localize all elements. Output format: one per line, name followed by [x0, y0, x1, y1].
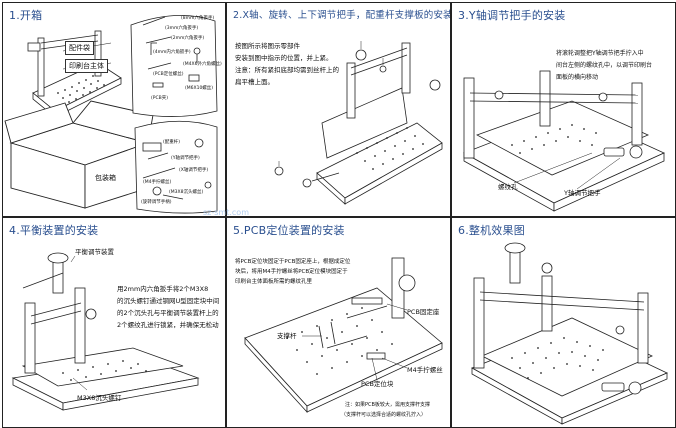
label-pcb-seat: PCB固定座 — [407, 308, 440, 316]
balance-illustration — [11, 252, 200, 411]
part-label: (PCB夹) — [151, 96, 168, 101]
instruction-line: 将滚轮调整把Y轴调节把手拧入中 — [556, 50, 644, 57]
panel-unboxing: 1.开箱 — [2, 2, 226, 217]
part-label: (配重杆) — [163, 140, 181, 145]
part-label: (3mm六角扳手) — [165, 26, 199, 31]
panel-balance-install: 4.平衡装置的安装 用2mm内六角扳手将2个M3X8 的沉头螺钉通过钢网U型固定… — [2, 217, 226, 428]
instruction-line: 扁平槽上面。 — [235, 78, 274, 86]
part-label: (M6X10螺丝) — [185, 86, 214, 91]
watermark: sz-smt.com — [203, 208, 249, 217]
footnote-line: （支撑杆可以选择合适的螺纹孔拧入） — [341, 412, 427, 418]
label-balance-device: 平衡调节装置 — [75, 248, 114, 256]
instruction-line: 安装到图中指示的位置，并上紧。 — [235, 54, 333, 62]
label-threaded-hole: 螺纹孔 — [498, 183, 518, 191]
panel-final-assembly: 6.整机效果图 — [451, 217, 676, 428]
label-y-handle: Y轴调节把手 — [564, 189, 601, 197]
panel-pcb-positioning: 5.PCB定位装置的安装 将PCB定位块固定于PCB固定座上，根据成定位 块后，… — [226, 217, 451, 428]
label-accessory-bag: 配件袋 — [65, 41, 94, 55]
part-label: (M3X8沉头螺丝) — [169, 190, 204, 195]
part-label: (M4手拧螺丝) — [143, 180, 172, 185]
part-label: (4mm内六角扳手) — [153, 50, 191, 55]
instruction-line: 的2个沉头孔与平衡调节装置杆上的 — [117, 309, 219, 317]
label-m3x8-screw: M3X8沉头螺钉 — [77, 394, 122, 402]
label-support-rod: 支撑杆 — [277, 332, 297, 340]
part-label: (PCB定位螺丝) — [153, 72, 184, 77]
panel-title: 4.平衡装置的安装 — [9, 224, 99, 237]
label-m4-screw: M4手拧螺丝 — [407, 366, 443, 374]
instruction-line: 面板的横向移动 — [556, 74, 599, 81]
part-label: (Y轴调节把手) — [171, 156, 200, 161]
instruction-line: 用2mm内六角扳手将2个M3X8 — [117, 285, 209, 293]
unboxing-illustration — [4, 15, 218, 214]
part-label: (X轴调节把手) — [179, 168, 209, 173]
part-label: (旋转调节手柄) — [141, 200, 172, 205]
instruction-line: 2个螺纹孔进行锁紧，并确保无松动 — [117, 321, 219, 329]
instruction-line: 的沉头螺钉通过钢网U型固定块中间 — [117, 297, 220, 305]
instruction-line: 将PCB定位块固定于PCB固定座上，根据成定位 — [235, 259, 351, 265]
x-axis-illustration — [274, 41, 443, 205]
panel-title: 1.开箱 — [9, 9, 43, 22]
instruction-line: 印刷台主体面板所需的螺纹孔里 — [235, 279, 313, 285]
label-printer-body: 印刷台主体 — [65, 59, 108, 73]
label-pcb-block: PCB定位块 — [361, 380, 394, 388]
final-assembly-illustration — [471, 242, 668, 425]
part-label: (M4X6外六角螺丝) — [183, 62, 222, 67]
panel-title: 3.Y轴调节把手的安装 — [458, 9, 566, 22]
panel-title: 6.整机效果图 — [458, 224, 525, 237]
part-label: (8mm六角扳手) — [181, 16, 215, 21]
instruction-line: 块后，将用M4手拧螺丝将PCB定位模块固定于 — [235, 269, 348, 275]
instruction-line: 注意：所有紧扣底部均需到丝杆上的 — [235, 66, 339, 74]
instruction-line: 间台左侧的螺纹孔中，以调节印刷台 — [556, 62, 653, 69]
panel-title: 2.X轴、旋转、上下调节把手，配重杆支撑板的安装 — [233, 10, 451, 21]
panel-title: 5.PCB定位装置的安装 — [233, 224, 345, 237]
y-axis-illustration — [463, 70, 665, 212]
part-label: (2mm六角扳手) — [171, 36, 205, 41]
panel-x-axis-install: 2.X轴、旋转、上下调节把手，配重杆支撑板的安装 按图所示将图示零部件 安装到图… — [226, 2, 451, 217]
instruction-line: 按图所示将图示零部件 — [235, 42, 300, 50]
panel-y-axis-install: 3.Y轴调节把手的安装 将滚轮调整把Y轴调节把手拧入中 间台左侧的螺纹孔中，以调… — [451, 2, 676, 217]
footnote-line: 注：如果PCB板较大，需用支撑杆支撑 — [345, 402, 430, 408]
pcb-illustration — [244, 257, 443, 414]
label-packing-box: 包装箱 — [95, 174, 116, 182]
